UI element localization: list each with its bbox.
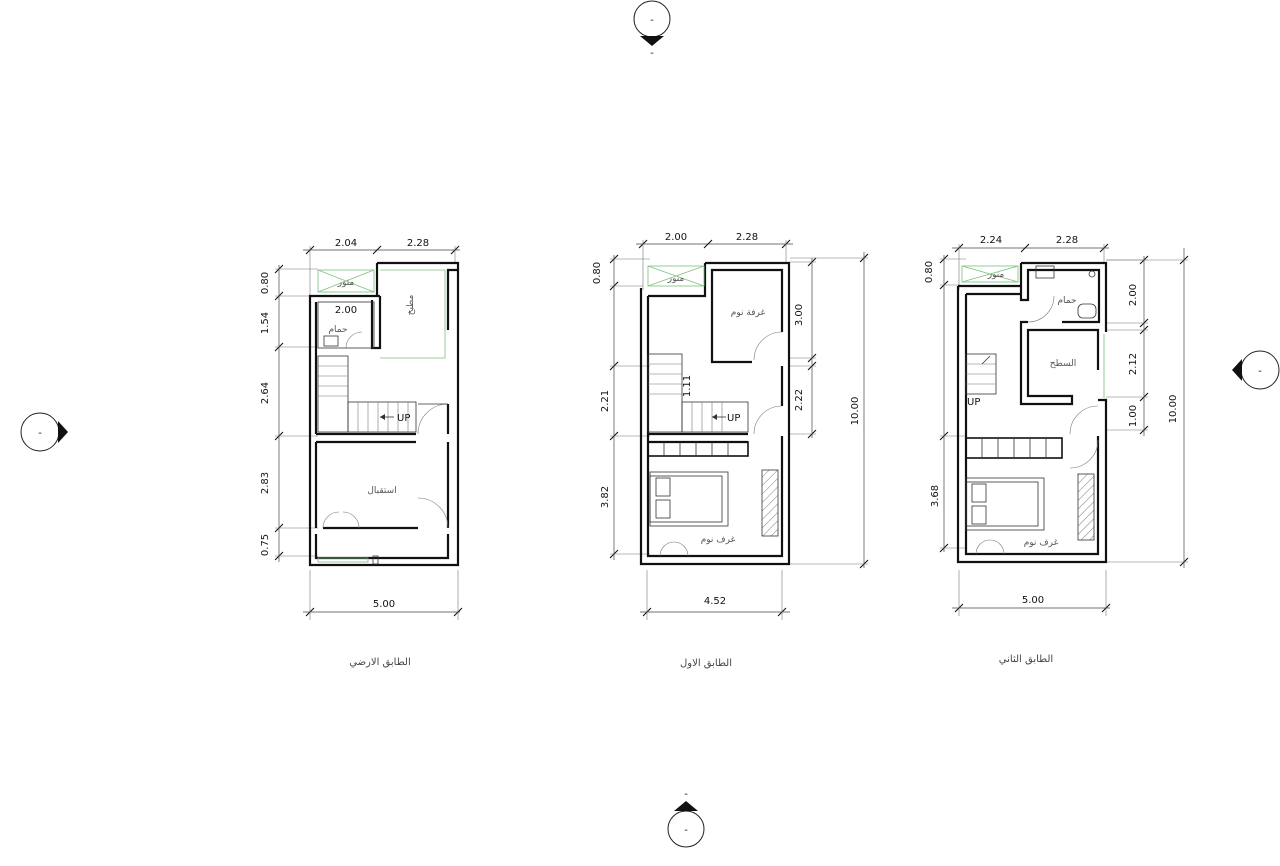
dim-left-5: 0.75	[260, 534, 271, 556]
svg-text:-: -	[684, 789, 688, 800]
dim-total-height: 10.00	[850, 397, 861, 426]
dim-stair: 1.11	[682, 375, 693, 397]
room-shaft: منور	[667, 274, 685, 284]
room-bath: حمام	[1057, 296, 1076, 306]
dim-top-right: 2.28	[1056, 235, 1078, 246]
dim-overall-width: 5.00	[373, 599, 395, 610]
dim-left-4: 2.83	[260, 472, 271, 494]
room-shaft: منور	[987, 270, 1005, 280]
section-marker-top-label: -	[650, 15, 654, 26]
dim-total-height: 10.00	[1168, 395, 1179, 424]
dim-left-1: 0.80	[260, 272, 271, 294]
room-kitchen: مطبخ	[406, 294, 416, 315]
stair-ground: UP	[317, 355, 417, 433]
svg-text:-: -	[650, 48, 654, 59]
stair-up-label: UP	[397, 413, 410, 424]
plan-title: الطابق الثاني	[999, 654, 1053, 665]
section-marker-left: -	[20, 412, 68, 452]
stair-up-label: UP	[727, 413, 740, 424]
plan-first-floor: 2.00 2.28 0.80 2.21 3.82 3.00 2.22	[592, 232, 869, 669]
dim-bath-inner: 2.00	[335, 305, 357, 316]
dim-left-1: 0.80	[924, 261, 935, 283]
dim-overall-width: 5.00	[1022, 595, 1044, 606]
dim-overall-width: 4.52	[704, 596, 726, 607]
dim-top-right: 2.28	[407, 238, 429, 249]
room-roof: السطح	[1050, 359, 1076, 369]
section-marker-right: -	[1232, 350, 1280, 390]
dim-left-1: 0.80	[592, 262, 603, 284]
section-marker-right-label: -	[1258, 366, 1262, 377]
section-marker-top: - -	[633, 0, 671, 59]
plan-title: الطابق الارضي	[349, 657, 411, 668]
room-bedroom-1: غرفة نوم	[731, 308, 766, 318]
section-marker-left-label: -	[38, 428, 42, 439]
dim-left-3: 2.64	[260, 382, 271, 404]
dim-right-2: 2.22	[794, 389, 805, 411]
room-bedroom-2: غرف نوم	[701, 535, 736, 545]
plan-ground-floor: 2.04 2.28 0.80 1.54 2.64 2.83 0.75	[260, 238, 463, 668]
dim-left-2: 3.68	[930, 485, 941, 507]
dim-top-left: 2.00	[665, 232, 687, 243]
dim-top-left: 2.24	[980, 235, 1002, 246]
section-marker-bottom-label: -	[684, 825, 688, 836]
dim-right-1: 3.00	[794, 304, 805, 326]
dim-right-3: 1.00	[1128, 405, 1139, 427]
dim-left-2: 2.21	[600, 390, 611, 412]
dim-top-left: 2.04	[335, 238, 357, 249]
plan-second-floor: 2.24 2.28 0.80 3.68 2.00 2.12 1.00 10.00	[924, 235, 1189, 665]
dim-top-right: 2.28	[736, 232, 758, 243]
room-shaft: منور	[337, 278, 355, 288]
dim-right-1: 2.00	[1128, 284, 1139, 306]
plan-title: الطابق الاول	[680, 658, 732, 669]
section-marker-bottom: - -	[667, 789, 705, 848]
dim-left-2: 1.54	[260, 312, 271, 334]
room-bath: حمام	[328, 325, 347, 335]
room-bedroom: غرف نوم	[1024, 538, 1059, 548]
dim-right-2: 2.12	[1128, 353, 1139, 375]
room-reception: استقبال	[367, 486, 396, 496]
stair-up-label: UP	[967, 397, 980, 408]
dim-left-3: 3.82	[600, 486, 611, 508]
